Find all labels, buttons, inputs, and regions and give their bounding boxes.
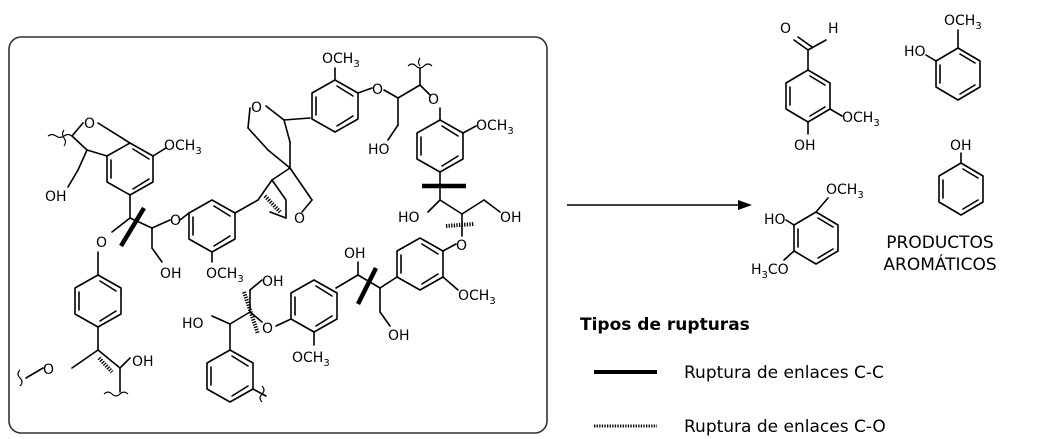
phenol-molecule: OH [938,138,984,216]
och3-label: OCH3 [944,13,982,32]
hydroxyl-label: HO [764,212,786,228]
furofuran-unit: O O [247,100,313,227]
och3-label: OCH3 [458,288,496,307]
och3-label: OCH3 [292,350,330,369]
vanillin-molecule: O H OCH3 OH [780,21,880,154]
hydroxyl-label: OH [344,246,366,262]
legend: Tipos de rupturas Ruptura de enlaces C-C… [580,315,886,437]
hydroxyl-label: OH [45,189,67,205]
co-bond-cleavage-mark [242,291,260,335]
oxygen-label: O [262,321,273,337]
oxygen-label: O [170,213,181,229]
wavy-bond [47,133,73,139]
oxygen-label: O [780,21,791,37]
och3-label: OCH3 [826,182,864,201]
co-bond-cleavage-mark [445,222,475,228]
hydroxyl-label: OH [500,210,522,226]
och3-label: OCH3 [842,110,880,129]
cc-bond-cleavage-mark [355,266,379,306]
hydroxyl-label: OH [950,138,972,154]
products-caption-line2: AROMÁTICOS [883,253,996,275]
legend-cc-label: Ruptura de enlaces C-C [684,363,884,383]
och3-label: OCH3 [322,51,360,70]
hydroxyl-label: OH [794,138,816,154]
hydroxyl-label: HO [182,316,204,332]
aromatic-ring [206,349,254,403]
hydroxyl-label: OH [262,274,284,290]
hydroxyl-label: HO [368,142,390,158]
hydrogen-label: H [828,21,839,37]
och3-label: OCH3 [164,138,202,157]
co-bond-cleavage-mark [263,194,282,214]
syringol-molecule: OCH3 HO H3CO [751,182,864,281]
och3-label: OCH3 [476,118,514,137]
oxygen-label: O [456,238,467,254]
lignin-polymer-structure: O OCH3 OH OH O O OH O [17,51,522,403]
reaction-arrow [567,200,752,210]
oxygen-label: O [251,100,262,116]
hydroxyl-label: HO [398,210,420,226]
hydroxyl-label: OH [388,328,410,344]
oxygen-label: O [84,116,95,132]
oxygen-label: O [96,235,107,251]
oxygen-label: O [294,211,305,227]
hydroxyl-label: OH [132,354,154,370]
legend-co-label: Ruptura de enlaces C-O [684,417,886,437]
guaiacol-molecule: OCH3 HO [904,13,982,101]
legend-title: Tipos de rupturas [580,315,750,335]
oxygen-label: O [43,362,54,378]
och3-label: OCH3 [206,266,244,285]
oxygen-label: O [428,92,439,108]
oxygen-label: O [372,82,383,98]
hydroxyl-label: HO [904,44,926,60]
lignin-structure-frame [8,36,548,434]
products-caption-line1: PRODUCTOS [886,233,993,253]
h3co-label: H3CO [751,262,789,281]
cc-bond-cleavage-mark [119,206,146,248]
co-bond-cleavage-mark [97,356,114,374]
hydroxyl-label: OH [160,266,182,282]
